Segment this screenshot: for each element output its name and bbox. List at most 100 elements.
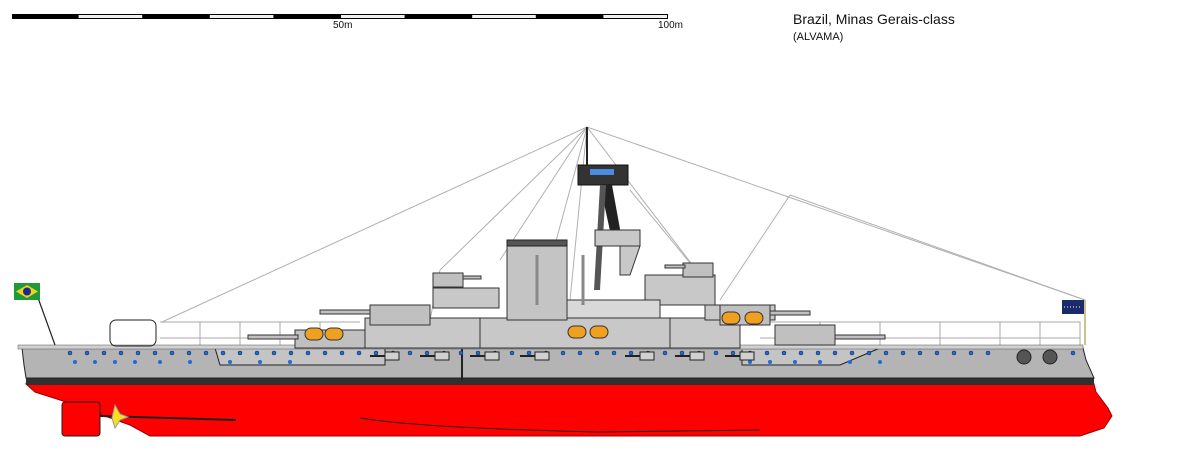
porthole xyxy=(475,350,481,356)
porthole xyxy=(220,350,226,356)
porthole xyxy=(188,360,192,364)
porthole xyxy=(254,350,260,356)
funnel xyxy=(506,239,585,321)
porthole xyxy=(815,350,821,356)
porthole xyxy=(611,350,617,356)
porthole xyxy=(407,350,413,356)
porthole xyxy=(985,350,991,356)
porthole xyxy=(679,350,685,356)
scale-segment xyxy=(472,15,536,18)
porthole xyxy=(458,350,464,356)
naval-jack-icon xyxy=(1062,300,1086,345)
porthole xyxy=(883,350,889,356)
porthole xyxy=(67,350,73,356)
brazil-flag-icon xyxy=(14,283,56,346)
main-turrets xyxy=(247,262,886,349)
rigging xyxy=(161,126,1086,323)
porthole xyxy=(594,350,600,356)
boot-topping xyxy=(26,378,1094,385)
drawing-title: Brazil, Minas Gerais-class xyxy=(793,11,955,27)
scale-segment xyxy=(341,15,405,18)
casemate-gun xyxy=(639,351,655,361)
scale-segment xyxy=(603,15,667,18)
porthole xyxy=(288,360,292,364)
propeller-icon xyxy=(111,403,130,430)
porthole xyxy=(133,360,137,364)
casemate-belt xyxy=(214,347,386,366)
porthole xyxy=(152,350,158,356)
scale-segment xyxy=(143,14,209,19)
porthole xyxy=(73,360,77,364)
casemate-gun xyxy=(689,351,705,361)
lifeboat-icon xyxy=(589,325,609,339)
scale-segment xyxy=(405,14,472,19)
porthole xyxy=(526,350,532,356)
scale-segment xyxy=(274,14,340,19)
bilge-keel xyxy=(359,417,761,433)
porthole xyxy=(577,350,583,356)
scale-segment xyxy=(12,14,78,19)
porthole xyxy=(373,350,379,356)
porthole xyxy=(237,350,243,356)
scale-segment xyxy=(78,15,143,18)
turret-a xyxy=(664,262,714,278)
casemate-gun xyxy=(739,351,755,361)
porthole xyxy=(917,350,923,356)
turret-aft-superfiring xyxy=(319,304,431,326)
anchor-hawse-1 xyxy=(1016,349,1032,365)
porthole xyxy=(1070,350,1076,356)
porthole xyxy=(934,350,940,356)
porthole xyxy=(951,350,957,356)
anchor-hawse-2 xyxy=(1042,349,1058,365)
porthole xyxy=(93,360,97,364)
porthole xyxy=(713,350,719,356)
porthole xyxy=(748,360,752,364)
porthole xyxy=(322,350,328,356)
porthole xyxy=(628,350,634,356)
hull-gray-side xyxy=(21,347,1095,379)
porthole xyxy=(228,360,232,364)
porthole xyxy=(798,350,804,356)
porthole xyxy=(258,360,262,364)
porthole xyxy=(968,350,974,356)
turret-aft-high xyxy=(432,272,482,288)
porthole xyxy=(169,350,175,356)
porthole xyxy=(113,360,117,364)
porthole xyxy=(101,350,107,356)
porthole xyxy=(339,350,345,356)
lifeboats xyxy=(304,311,764,341)
rudder xyxy=(61,401,101,437)
turret-c-fwd-wing xyxy=(774,324,886,346)
porthole xyxy=(878,360,882,364)
porthole xyxy=(305,350,311,356)
scale-segment xyxy=(209,15,274,18)
porthole xyxy=(271,350,277,356)
casemate-gun xyxy=(384,351,400,361)
porthole xyxy=(84,350,90,356)
tripod-mast xyxy=(577,127,641,290)
porthole xyxy=(203,350,209,356)
porthole xyxy=(849,350,855,356)
porthole xyxy=(818,360,822,364)
porthole xyxy=(793,360,797,364)
porthole xyxy=(866,350,872,356)
superstructure xyxy=(109,274,776,349)
hull xyxy=(17,344,1113,437)
porthole xyxy=(900,350,906,356)
porthole xyxy=(135,350,141,356)
porthole xyxy=(288,350,294,356)
scale-bar xyxy=(12,14,668,19)
scale-segment xyxy=(536,14,603,19)
secondary-guns xyxy=(370,351,755,361)
porthole xyxy=(560,350,566,356)
porthole xyxy=(730,350,736,356)
casemate-gun xyxy=(534,351,550,361)
porthole xyxy=(158,360,162,364)
porthole xyxy=(832,350,838,356)
hull-red-underwater xyxy=(24,383,1113,437)
drawing-subtitle: (ALVAMA) xyxy=(793,31,844,43)
casemate-gun xyxy=(484,351,500,361)
lifeboat-icon xyxy=(744,311,764,325)
lifeboat-icon xyxy=(721,311,741,325)
